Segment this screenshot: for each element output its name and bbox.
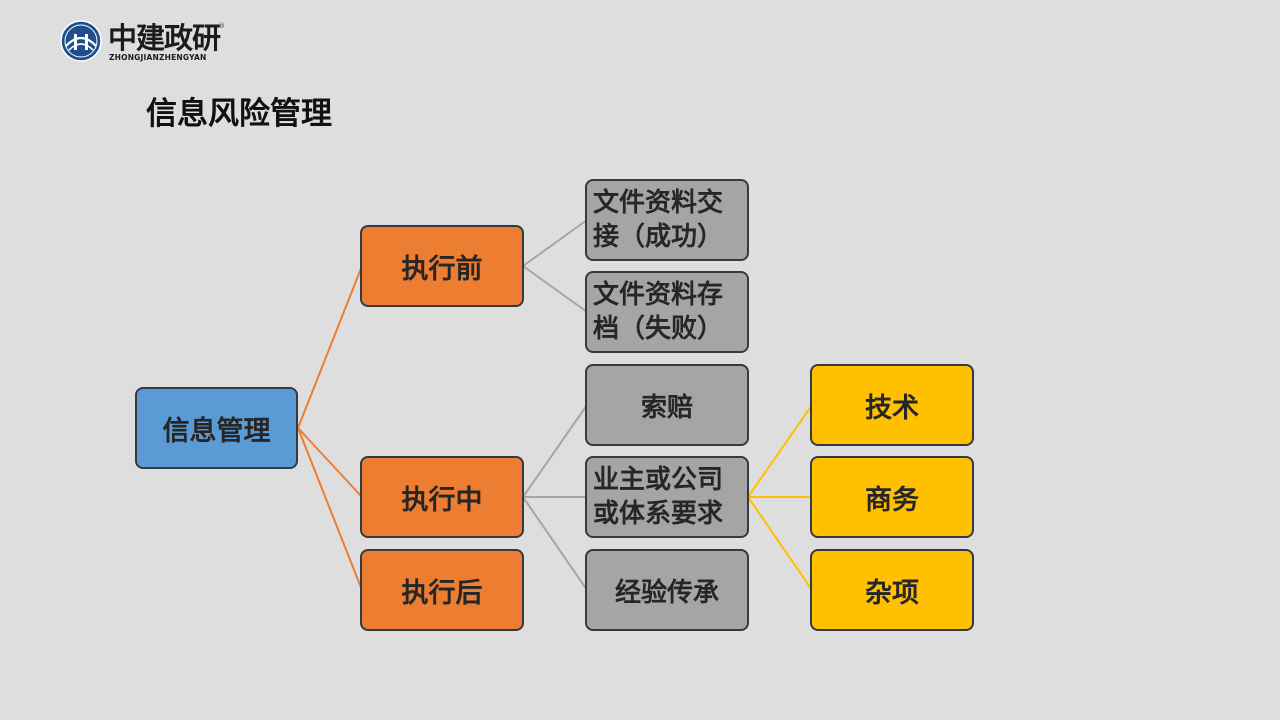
logo-name-cn: 中建政研: [108, 21, 221, 55]
connector-during-claims: [522, 404, 588, 498]
level2-connectors: [747, 404, 813, 591]
node-handover: 文件资料交接（成功）: [585, 179, 749, 261]
node-root: 信息管理: [135, 387, 298, 469]
node-before-label: 执行前: [401, 253, 483, 285]
node-experience-label: 经验传承: [614, 577, 719, 608]
node-archive: 文件资料存档（失败）: [585, 271, 749, 353]
node-during: 执行中: [360, 456, 524, 538]
connector-req-misc: [747, 496, 813, 591]
connector-root-after: [297, 427, 363, 591]
connector-req-tech: [747, 404, 813, 498]
node-tech-label: 技术: [865, 392, 919, 424]
page-title: 信息风险管理: [146, 96, 332, 132]
root-connectors: [297, 265, 363, 591]
connector-during-experience: [522, 496, 588, 591]
company-logo: 中建政研 ZHONGJIANZHENGYAN ®: [60, 20, 230, 64]
connector-root-during: [297, 427, 363, 498]
node-business: 商务: [810, 456, 974, 538]
node-after: 执行后: [360, 549, 524, 631]
node-after-label: 执行后: [401, 577, 483, 609]
node-requirements-label: 业主或公司或体系要求: [593, 465, 724, 529]
node-experience: 经验传承: [585, 549, 749, 631]
connector-root-before: [297, 265, 363, 429]
node-misc: 杂项: [810, 549, 974, 631]
node-handover-label: 文件资料交接（成功）: [593, 188, 724, 252]
node-root-label: 信息管理: [162, 415, 271, 447]
node-requirements: 业主或公司或体系要求: [585, 456, 749, 538]
logo-emblem-icon: [60, 20, 102, 62]
node-before: 执行前: [360, 225, 524, 307]
node-tech: 技术: [810, 364, 974, 446]
node-business-label: 商务: [865, 484, 919, 516]
node-archive-label: 文件资料存档（失败）: [593, 280, 724, 344]
node-claims: 索赔: [585, 364, 749, 446]
logo-name-en: ZHONGJIANZHENGYAN: [109, 53, 207, 62]
node-during-label: 执行中: [401, 484, 483, 516]
node-misc-label: 杂项: [865, 577, 919, 609]
node-claims-label: 索赔: [640, 392, 693, 423]
connector-before-handover: [522, 219, 588, 267]
connector-before-archive: [522, 265, 588, 313]
level1-connectors: [522, 219, 588, 591]
logo-registered-mark: ®: [218, 22, 225, 30]
